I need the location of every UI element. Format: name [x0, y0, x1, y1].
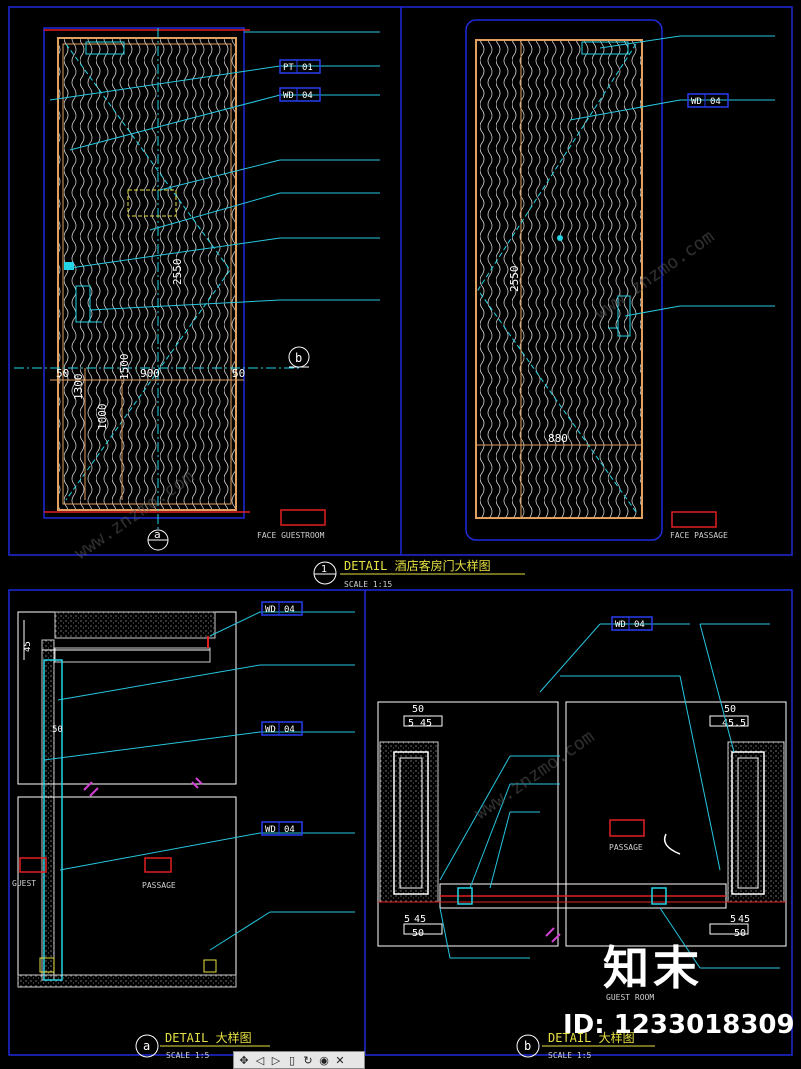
detail-a-dim-45: 45 [23, 641, 33, 652]
elevation-right-dims: 2550 880 [508, 266, 568, 446]
elevation-left-dims: 2550 1300 1500 1000 900 50 50 [56, 259, 245, 431]
detail-b-dim-455-tr: 45.5 [722, 718, 746, 729]
dim-mid: 1500 [118, 354, 131, 381]
section-mark-b-label: b [295, 351, 302, 365]
detail-a-room-labels: GUEST PASSAGE [12, 857, 176, 890]
detail-a-tag-2: WD 04 [261, 721, 303, 736]
detail-b-dims: 50 45 5 50 45.5 5 45 50 5 45 50 [404, 704, 750, 939]
tag-wd04-left-code: WD [283, 91, 294, 101]
tag-wd04-left: WD 04 [279, 87, 321, 102]
site-watermark-3: www.znzmo.com [471, 726, 598, 824]
detail-b-dim-50-br: 50 [734, 928, 746, 939]
title-b-text: DETAIL 大样图 [548, 1030, 635, 1045]
title-a-text: DETAIL 大样图 [165, 1030, 252, 1045]
detail-b-drawing [377, 701, 787, 947]
dim-width-left: 900 [140, 367, 160, 380]
dim-height-right: 2550 [508, 266, 521, 293]
face-label-passage: FACE PASSAGE [670, 511, 728, 540]
detail-a-passage-text: PASSAGE [142, 881, 176, 890]
detail-a-leaders [43, 611, 355, 951]
face-label-guestroom: FACE GUESTROOM [257, 509, 326, 540]
title-a-scale: SCALE 1:5 [166, 1051, 210, 1060]
camera-icon[interactable]: ◉ [319, 1053, 329, 1067]
section-mark-b: b [288, 346, 310, 368]
detail-a-drawing [17, 611, 237, 988]
detail-a-tag-1-code: WD [265, 605, 276, 615]
title-block-a: a DETAIL 大样图 SCALE 1:5 [135, 1030, 270, 1060]
section-mark-a: a [147, 528, 169, 551]
detail-b-dim-5-tl: 5 [408, 718, 414, 729]
detail-a-dim-50: 50 [52, 725, 63, 735]
detail-b-dim-45-tl: 45 [420, 718, 432, 729]
detail-a-tag-2-num: 04 [284, 725, 295, 735]
dim-upper: 1300 [72, 374, 85, 401]
title-1-text: DETAIL 酒店客房门大样图 [344, 558, 491, 573]
detail-b-dim-45-br: 45 [738, 914, 750, 925]
title-b-mark: b [524, 1039, 531, 1053]
id-watermark: ID: 1233018309 [563, 1010, 795, 1040]
title-a-mark: a [143, 1039, 150, 1053]
elevation-right [465, 19, 663, 541]
detail-b-dim-50-tl: 50 [412, 704, 424, 715]
detail-a-tag-3: WD 04 [261, 821, 303, 836]
detail-b-dim-50-tr: 50 [724, 704, 736, 715]
detail-b-leaders [439, 623, 780, 969]
detail-b-passage-text: PASSAGE [609, 843, 643, 852]
detail-a-dims: 45 50 [23, 641, 63, 735]
dim-right-gap: 50 [232, 367, 245, 380]
dim-lower: 1000 [96, 404, 109, 431]
back-icon[interactable]: ◁ [255, 1053, 265, 1067]
detail-a-tag-3-num: 04 [284, 825, 295, 835]
title-block-1: 1 DETAIL 酒店客房门大样图 SCALE 1:15 [313, 558, 525, 589]
tag-wd04-left-num: 04 [302, 91, 313, 101]
page-icon[interactable]: ▯ [288, 1053, 296, 1067]
dim-left-gap: 50 [56, 367, 69, 380]
face-guestroom-text: FACE GUESTROOM [257, 531, 325, 540]
pan-icon[interactable]: ✥ [239, 1053, 249, 1067]
tag-wd04-right-num: 04 [710, 97, 721, 107]
detail-b-guest-text: GUEST ROOM [606, 993, 654, 1002]
tag-pt01-code: PT [283, 63, 294, 73]
drawing-frames [8, 6, 793, 1056]
title-1-number: 1 [321, 564, 327, 575]
detail-a-tag-3-code: WD [265, 825, 276, 835]
detail-b-room-labels: PASSAGE GUEST ROOM [606, 819, 654, 1002]
dim-width-right: 880 [548, 432, 568, 445]
tag-wd04-right-code: WD [691, 97, 702, 107]
detail-b-dim-5-bl: 5 [404, 914, 410, 925]
dim-height-left: 2550 [171, 259, 184, 286]
refresh-icon[interactable]: ↻ [303, 1053, 313, 1067]
title-block-b: b DETAIL 大样图 SCALE 1:5 [516, 1030, 655, 1060]
play-icon[interactable]: ▷ [271, 1053, 281, 1067]
detail-b-dim-5-br: 5 [730, 914, 736, 925]
detail-b-dim-45-bl: 45 [414, 914, 426, 925]
title-b-scale: SCALE 1:5 [548, 1051, 592, 1060]
detail-a-guest-text: GUEST [12, 879, 36, 888]
detail-b-tag-code: WD [615, 620, 626, 630]
detail-b-dim-50-bl: 50 [412, 928, 424, 939]
tag-pt01: PT 01 [279, 59, 321, 74]
tag-pt01-num: 01 [302, 63, 313, 73]
viewer-toolbar: ✥ ◁ ▷ ▯ ↻ ◉ ✕ [233, 1051, 365, 1069]
title-1-scale: SCALE 1:15 [344, 580, 392, 589]
detail-a-tag-1: WD 04 [261, 601, 303, 616]
brand-watermark: 知末 [603, 941, 703, 995]
detail-a-tag-1-num: 04 [284, 605, 295, 615]
section-mark-a-label: a [154, 528, 161, 541]
tag-wd04-right: WD 04 [687, 93, 729, 108]
face-passage-text: FACE PASSAGE [670, 531, 728, 540]
detail-a-tag-2-code: WD [265, 725, 276, 735]
detail-b-tag: WD 04 [611, 616, 653, 631]
detail-b-tag-num: 04 [634, 620, 645, 630]
close-icon[interactable]: ✕ [335, 1053, 345, 1067]
elevation-left [14, 27, 300, 530]
